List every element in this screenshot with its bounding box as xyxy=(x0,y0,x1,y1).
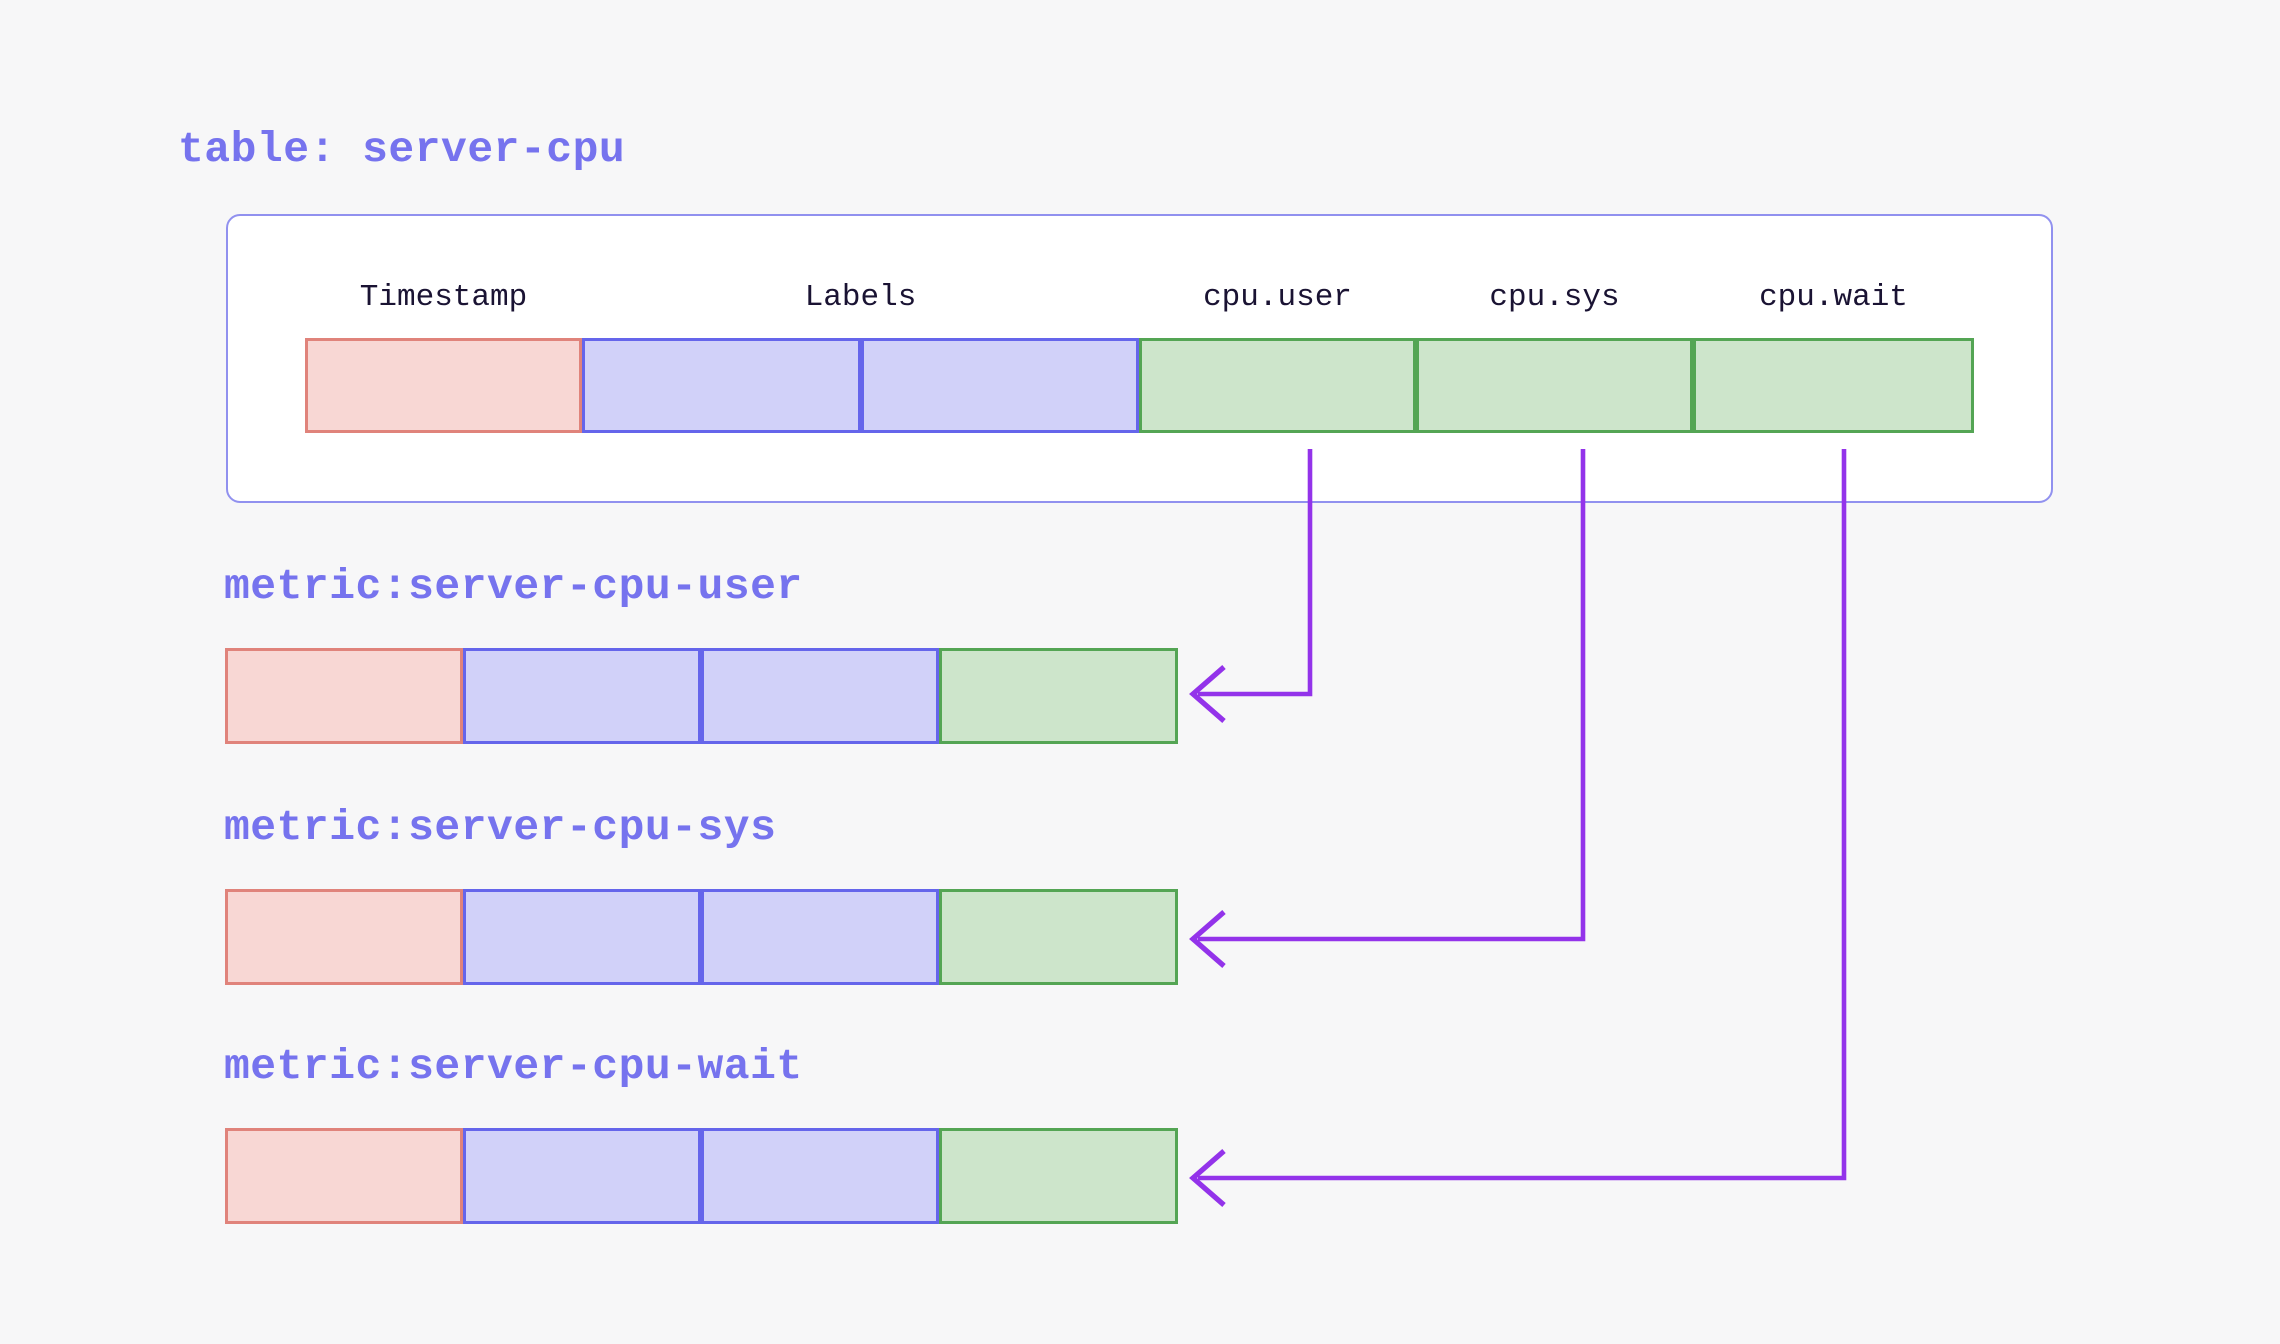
metric-sys-labels-cell-2 xyxy=(701,889,939,985)
value-cell-cpu-wait xyxy=(1693,338,1974,433)
metric-wait-value-cell xyxy=(939,1128,1178,1224)
arrow-cpu-sys-to-metric xyxy=(1189,449,1586,968)
metric-label-user: metric:server-cpu-user xyxy=(224,562,803,611)
metric-user-labels-cell-2 xyxy=(701,648,939,744)
metric-row-wait xyxy=(225,1128,1178,1224)
metric-row-user xyxy=(225,648,1178,744)
metric-sys-labels-cell-1 xyxy=(463,889,701,985)
metric-user-value-cell xyxy=(939,648,1178,744)
arrow-cpu-wait-to-metric xyxy=(1189,449,1847,1207)
value-cell-cpu-user xyxy=(1139,338,1416,433)
column-header-cpu-sys: cpu.sys xyxy=(1489,280,1620,315)
timestamp-cell xyxy=(305,338,582,433)
labels-cell-1 xyxy=(582,338,861,433)
metric-user-timestamp-cell xyxy=(225,648,463,744)
metric-label-sys: metric:server-cpu-sys xyxy=(224,803,777,852)
metric-wait-labels-cell-1 xyxy=(463,1128,701,1224)
metric-label-wait: metric:server-cpu-wait xyxy=(224,1042,803,1091)
metric-row-sys xyxy=(225,889,1178,985)
metric-wait-timestamp-cell xyxy=(225,1128,463,1224)
table-row xyxy=(305,338,1974,433)
metric-sys-timestamp-cell xyxy=(225,889,463,985)
column-header-timestamp: Timestamp xyxy=(359,280,528,315)
column-header-cpu-wait: cpu.wait xyxy=(1759,280,1908,315)
metric-sys-value-cell xyxy=(939,889,1178,985)
column-header-labels: Labels xyxy=(804,280,917,315)
column-header-cpu-user: cpu.user xyxy=(1203,280,1352,315)
metric-wait-labels-cell-2 xyxy=(701,1128,939,1224)
table-title: table: server-cpu xyxy=(178,125,626,174)
value-cell-cpu-sys xyxy=(1416,338,1693,433)
labels-cell-2 xyxy=(861,338,1139,433)
metric-user-labels-cell-1 xyxy=(463,648,701,744)
